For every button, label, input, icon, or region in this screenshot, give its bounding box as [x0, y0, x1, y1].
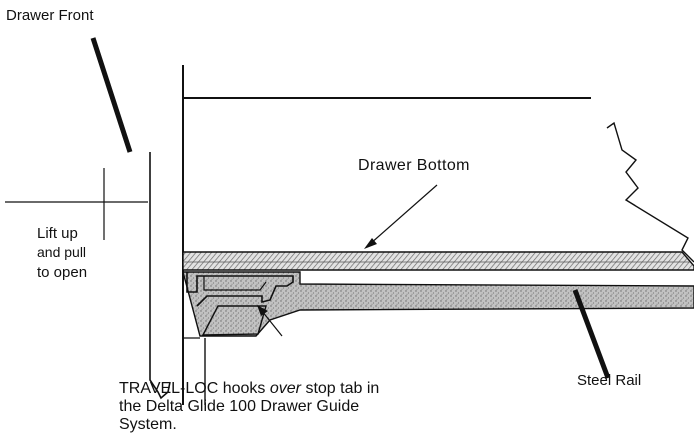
caption-line3: System.: [119, 416, 177, 433]
stop-tab: [201, 305, 267, 336]
travel-loc-hook: [186, 272, 294, 307]
caption-line1-end: stop tab in: [301, 380, 380, 397]
caption-line1-emphasis: over: [269, 380, 301, 397]
drawer-front-face: [149, 152, 171, 400]
stop-tab-arrow: [261, 310, 283, 337]
drawer-bottom-arrow: [369, 184, 438, 245]
figure-caption: TRAVEL-LOC hooks over stop tab in the De…: [119, 380, 419, 434]
steel-rail-label: Steel Rail: [577, 372, 642, 389]
lift-instruction-line-2: and pull: [37, 244, 87, 260]
steel-rail-leader: [572, 289, 611, 379]
lift-instruction-line-1: Lift up: [37, 225, 78, 242]
drawer-bottom-panel: [182, 251, 694, 271]
drawer-front-label: Drawer Front: [6, 7, 94, 24]
caption-line1-start: TRAVEL-LOC hooks: [119, 380, 270, 397]
lift-instruction-line-3: to open: [37, 264, 88, 281]
caption-line2: the Delta Glide 100 Drawer Guide: [119, 398, 360, 415]
drawer-bottom-label: Drawer Bottom: [358, 157, 470, 174]
steel-rail-body: [182, 271, 694, 337]
drawer-front-bar: [90, 37, 133, 153]
drawer-break-edge: [606, 121, 694, 263]
